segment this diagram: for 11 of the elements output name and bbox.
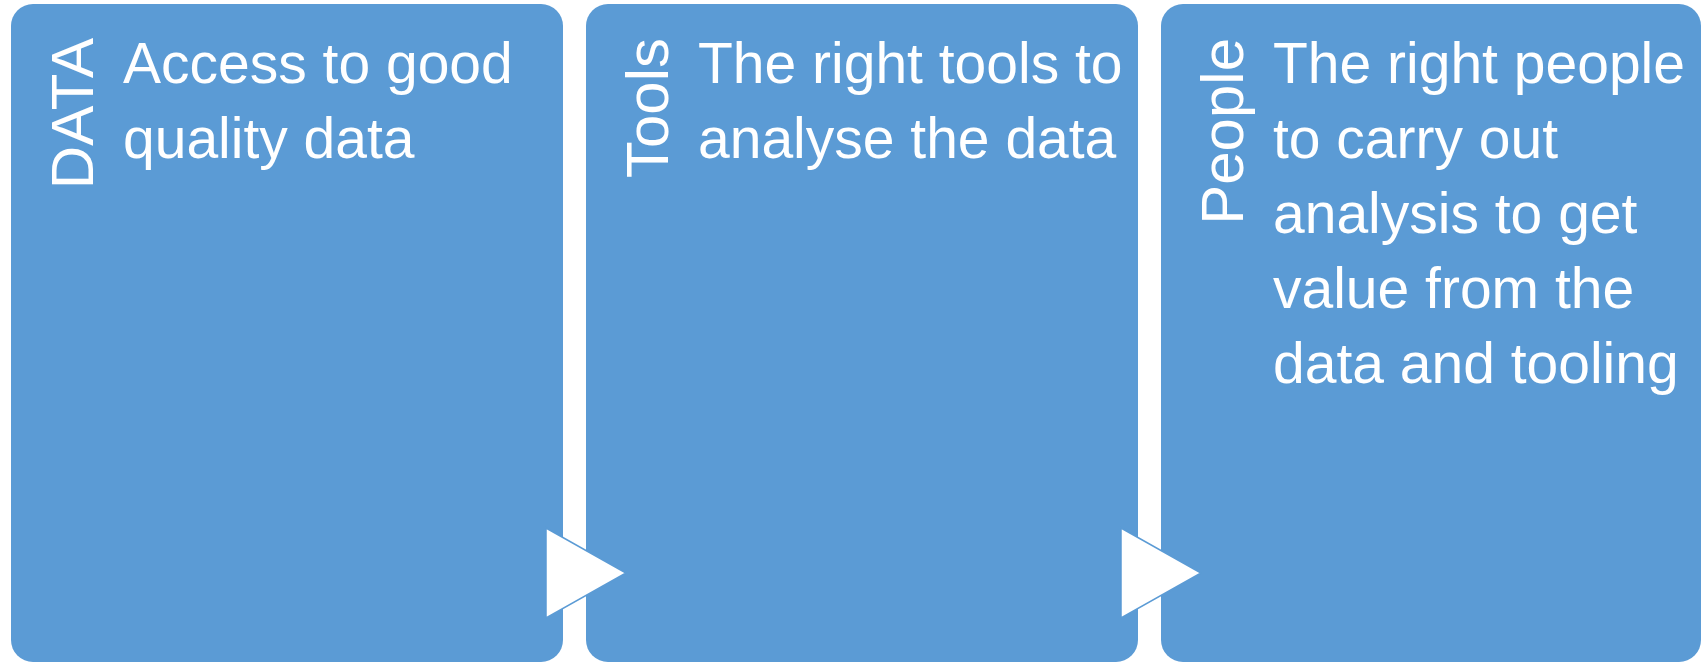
box-text: The right tools to analyse the data bbox=[698, 30, 1124, 172]
arrow bbox=[545, 527, 627, 619]
box-heading: People bbox=[1191, 38, 1255, 225]
arrow bbox=[1120, 527, 1202, 619]
box-heading: DATA bbox=[41, 38, 105, 190]
box-heading: Tools bbox=[616, 38, 680, 179]
process-box bbox=[11, 4, 563, 662]
box-text: The right people to carry out analysis to get value from the data and tooling bbox=[1273, 30, 1686, 397]
box-text: Access to good quality data bbox=[123, 30, 514, 172]
process-box bbox=[1161, 4, 1701, 662]
process-box bbox=[586, 4, 1138, 662]
